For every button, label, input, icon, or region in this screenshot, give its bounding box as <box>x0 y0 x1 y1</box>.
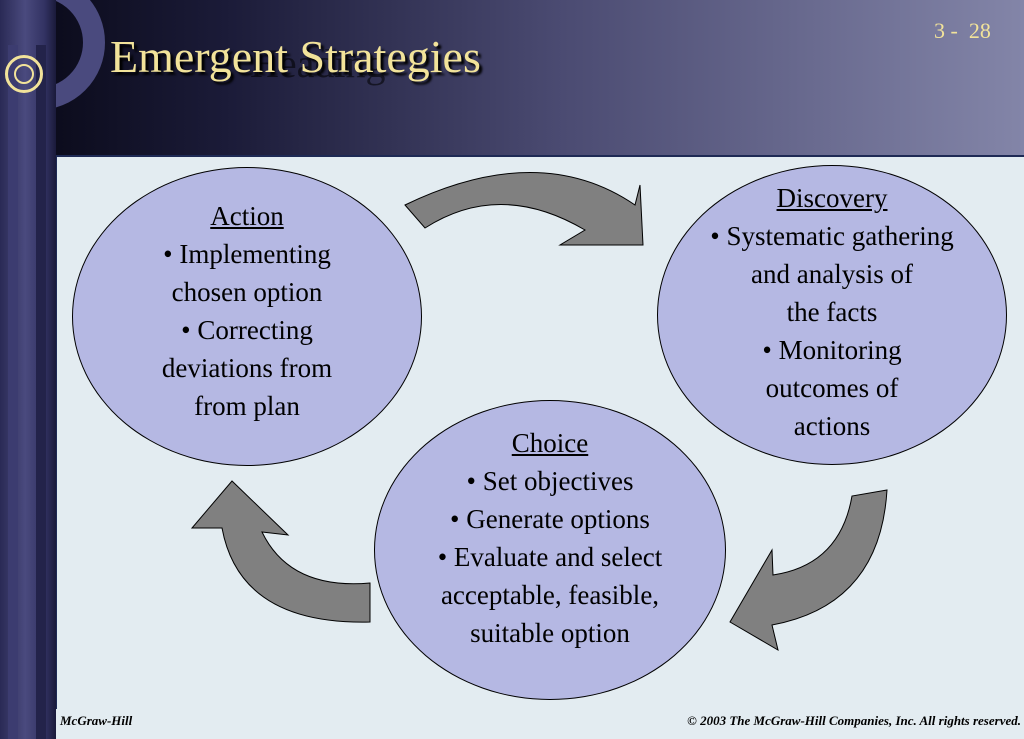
choice-line: suitable option <box>470 618 630 648</box>
action-line: • Correcting <box>181 315 313 345</box>
target-logo-icon <box>5 55 43 93</box>
discovery-text: Discovery • Systematic gathering and ana… <box>657 179 1007 445</box>
choice-bubble <box>374 400 726 700</box>
discovery-line: • Systematic gathering <box>710 221 954 251</box>
action-text: Action • Implementing chosen option • Co… <box>72 197 422 425</box>
header-band <box>0 0 1024 155</box>
action-heading: Action <box>210 201 284 231</box>
footer-publisher: McGraw-Hill <box>60 713 133 728</box>
discovery-bubble <box>657 165 1007 465</box>
arrow-action-to-discovery <box>404 172 644 246</box>
choice-line: acceptable, feasible, <box>440 580 660 610</box>
slide-title: Emergent Strategies <box>110 31 481 82</box>
action-line: chosen option <box>171 277 323 307</box>
action-line: from plan <box>194 391 300 421</box>
discovery-line: outcomes of <box>765 373 899 403</box>
choice-line: • Evaluate and select <box>437 542 663 572</box>
arrow-choice-to-action <box>190 480 371 623</box>
footer-area <box>56 709 1024 739</box>
placeholder-heading: Heading <box>250 41 386 86</box>
discovery-heading: Discovery <box>776 183 888 213</box>
discovery-line: actions <box>793 411 871 441</box>
action-line: deviations from <box>161 353 333 383</box>
footer-copyright: © 2003 The McGraw-Hill Companies, Inc. A… <box>687 713 1021 728</box>
choice-line: • Set objectives <box>466 466 634 496</box>
discovery-line: • Monitoring <box>762 335 902 365</box>
action-bubble <box>72 167 422 466</box>
action-line: • Implementing <box>163 239 331 269</box>
choice-line: • Generate options <box>450 504 650 534</box>
discovery-line: and analysis of <box>751 259 913 289</box>
choice-heading: Choice <box>511 428 589 458</box>
slide-number: 3 - 28 <box>934 18 991 43</box>
discovery-line: the facts <box>786 297 878 327</box>
arrow-discovery-to-choice <box>729 489 888 652</box>
choice-text: Choice • Set objectives • Generate optio… <box>374 424 726 652</box>
left-decorative-bar <box>0 0 56 739</box>
